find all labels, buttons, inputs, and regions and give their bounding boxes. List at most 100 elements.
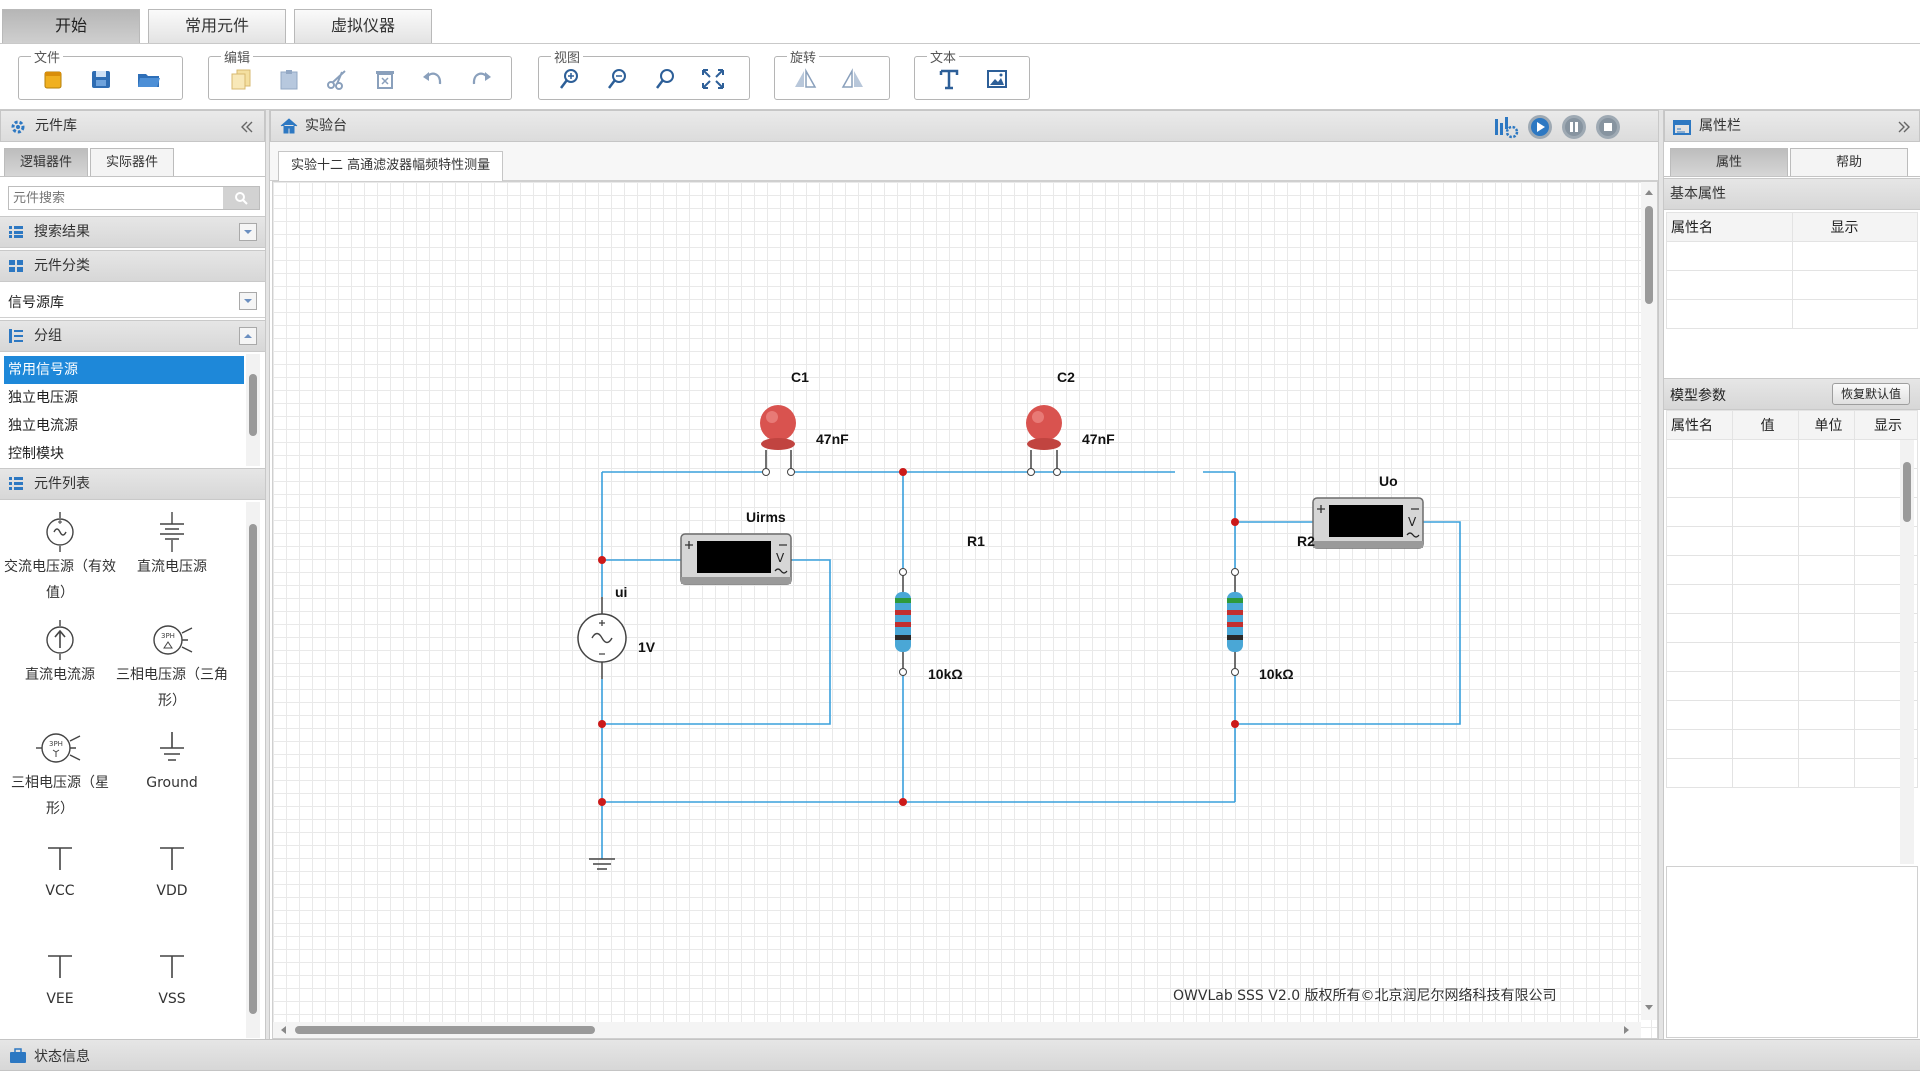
basic-col-display: 显示	[1791, 212, 1918, 242]
right-splitter[interactable]	[1658, 110, 1664, 1039]
component-grid: 交流电压源（有效值） 直流电压源 直流电流源 3PH 三相电压源（三角形） 3P…	[0, 502, 265, 1038]
canvas-horizontal-scroll-thumb[interactable]	[295, 1026, 595, 1034]
document-tab[interactable]: 实验十二 高通滤波器幅频特性测量	[278, 151, 504, 181]
basic-col-name: 属性名	[1666, 212, 1793, 242]
model-params-scrollbar[interactable]	[1900, 440, 1914, 864]
component-vdd[interactable]: VDD	[116, 836, 228, 904]
component-vcc[interactable]: VCC	[4, 836, 116, 904]
group-item-control-modules[interactable]: 控制模块	[8, 446, 64, 462]
zoom-out-button[interactable]	[601, 65, 633, 93]
component-vee[interactable]: VEE	[4, 944, 116, 1012]
redo-button[interactable]	[465, 65, 497, 93]
search-results-section[interactable]: 搜索结果	[0, 216, 265, 248]
paste-button[interactable]	[273, 65, 305, 93]
fit-screen-icon	[702, 69, 724, 89]
component-dc-voltage-source[interactable]: 直流电压源	[116, 512, 228, 580]
tab-start[interactable]: 开始	[2, 9, 140, 43]
cut-button[interactable]	[321, 65, 353, 93]
zoom-in-button[interactable]	[553, 65, 585, 93]
c2-capacitor[interactable]	[1026, 405, 1062, 476]
main-tab-bar: 开始 常用元件 虚拟仪器	[0, 0, 1920, 44]
scroll-right-icon[interactable]	[1623, 1025, 1631, 1035]
group-item-current-sources[interactable]: 独立电流源	[8, 418, 78, 434]
zoom-reset-button[interactable]	[649, 65, 681, 93]
search-results-toggle[interactable]	[239, 223, 257, 241]
open-button[interactable]	[133, 65, 165, 93]
component-list-scroll-thumb[interactable]	[249, 524, 257, 1014]
fit-screen-button[interactable]	[697, 65, 729, 93]
component-ac-voltage-source[interactable]: 交流电压源（有效值）	[4, 512, 116, 606]
copy-button[interactable]	[225, 65, 257, 93]
play-icon[interactable]	[1527, 114, 1553, 140]
scroll-left-icon[interactable]	[279, 1025, 287, 1035]
circuit-canvas[interactable]: V V C1	[272, 181, 1658, 1039]
group-list-scroll-thumb[interactable]	[249, 374, 257, 436]
tab-virtual-instruments[interactable]: 虚拟仪器	[294, 9, 432, 43]
group-list-scrollbar[interactable]	[246, 354, 260, 466]
svg-text:3PH: 3PH	[49, 740, 63, 748]
model-params-scroll-thumb[interactable]	[1903, 462, 1911, 522]
flip-horizontal-button[interactable]	[789, 65, 821, 93]
component-dc-current-source[interactable]: 直流电流源	[4, 620, 116, 688]
library-tab-strip: 逻辑器件 实际器件	[0, 142, 265, 177]
group-collapse-button[interactable]	[239, 327, 257, 345]
left-splitter[interactable]	[265, 110, 270, 1039]
canvas-horizontal-scrollbar[interactable]	[273, 1022, 1641, 1038]
search-input[interactable]	[9, 187, 224, 209]
component-label: 直流电压源	[137, 559, 207, 575]
properties-tab-strip: 属性 帮助	[1664, 142, 1920, 177]
component-list-section: 元件列表	[0, 468, 265, 500]
voltmeter-in[interactable]: V	[680, 533, 792, 585]
ground-symbol[interactable]	[589, 858, 615, 870]
stop-icon[interactable]	[1595, 114, 1621, 140]
edit-group: 编辑	[208, 47, 512, 100]
canvas-vertical-scrollbar[interactable]	[1641, 182, 1657, 1020]
search-button[interactable]	[223, 187, 259, 209]
group-label: 分组	[34, 328, 62, 344]
new-file-button[interactable]	[37, 65, 69, 93]
component-list-scrollbar[interactable]	[246, 502, 260, 1038]
category-select[interactable]: 信号源库	[0, 284, 265, 318]
flip-vertical-button[interactable]	[837, 65, 869, 93]
category-label: 元件分类	[34, 258, 90, 274]
component-three-phase-delta[interactable]: 3PH 三相电压源（三角形）	[116, 620, 228, 714]
briefcase-icon	[10, 1048, 26, 1063]
save-button[interactable]	[85, 65, 117, 93]
tab-real-devices[interactable]: 实际器件	[90, 148, 174, 176]
group-section[interactable]: 分组	[0, 320, 265, 352]
component-three-phase-star[interactable]: 3PH 三相电压源（星形）	[4, 728, 116, 822]
tab-properties[interactable]: 属性	[1670, 148, 1788, 176]
undo-icon	[423, 72, 442, 85]
copy-icon	[231, 69, 251, 90]
collapse-right-icon[interactable]	[1897, 120, 1911, 134]
delete-button[interactable]	[369, 65, 401, 93]
tab-help[interactable]: 帮助	[1790, 148, 1908, 176]
r2-label: R2	[1297, 533, 1315, 549]
group-list: 常用信号源 独立电压源 独立电流源 控制模块	[0, 354, 265, 466]
scroll-down-icon[interactable]	[1644, 1004, 1654, 1012]
component-vss[interactable]: VSS	[116, 944, 228, 1012]
dc-voltage-source-icon	[160, 512, 184, 552]
grid-icon	[9, 260, 23, 272]
pause-icon[interactable]	[1561, 114, 1587, 140]
restore-defaults-button[interactable]: 恢复默认值	[1831, 383, 1910, 405]
undo-button[interactable]	[417, 65, 449, 93]
scroll-up-icon[interactable]	[1644, 188, 1654, 196]
group-item-voltage-sources[interactable]: 独立电压源	[8, 390, 78, 406]
voltmeter-out[interactable]: V	[1312, 497, 1424, 549]
tab-common-components[interactable]: 常用元件	[148, 9, 286, 43]
r2-resistor[interactable]	[1227, 568, 1243, 676]
component-ground[interactable]: Ground	[116, 728, 228, 796]
group-item-common-sources[interactable]: 常用信号源	[4, 356, 244, 384]
c1-capacitor[interactable]	[760, 405, 796, 476]
text-tool-button[interactable]	[933, 65, 965, 93]
settings-icon[interactable]	[1493, 115, 1519, 139]
category-dropdown-button[interactable]	[239, 292, 257, 310]
r1-resistor[interactable]	[895, 568, 911, 676]
tab-logic-devices[interactable]: 逻辑器件	[4, 148, 88, 176]
collapse-left-icon[interactable]	[240, 120, 254, 134]
image-tool-button[interactable]	[981, 65, 1013, 93]
ac-source[interactable]	[577, 597, 627, 679]
category-section[interactable]: 元件分类	[0, 250, 265, 282]
canvas-vertical-scroll-thumb[interactable]	[1645, 206, 1653, 304]
